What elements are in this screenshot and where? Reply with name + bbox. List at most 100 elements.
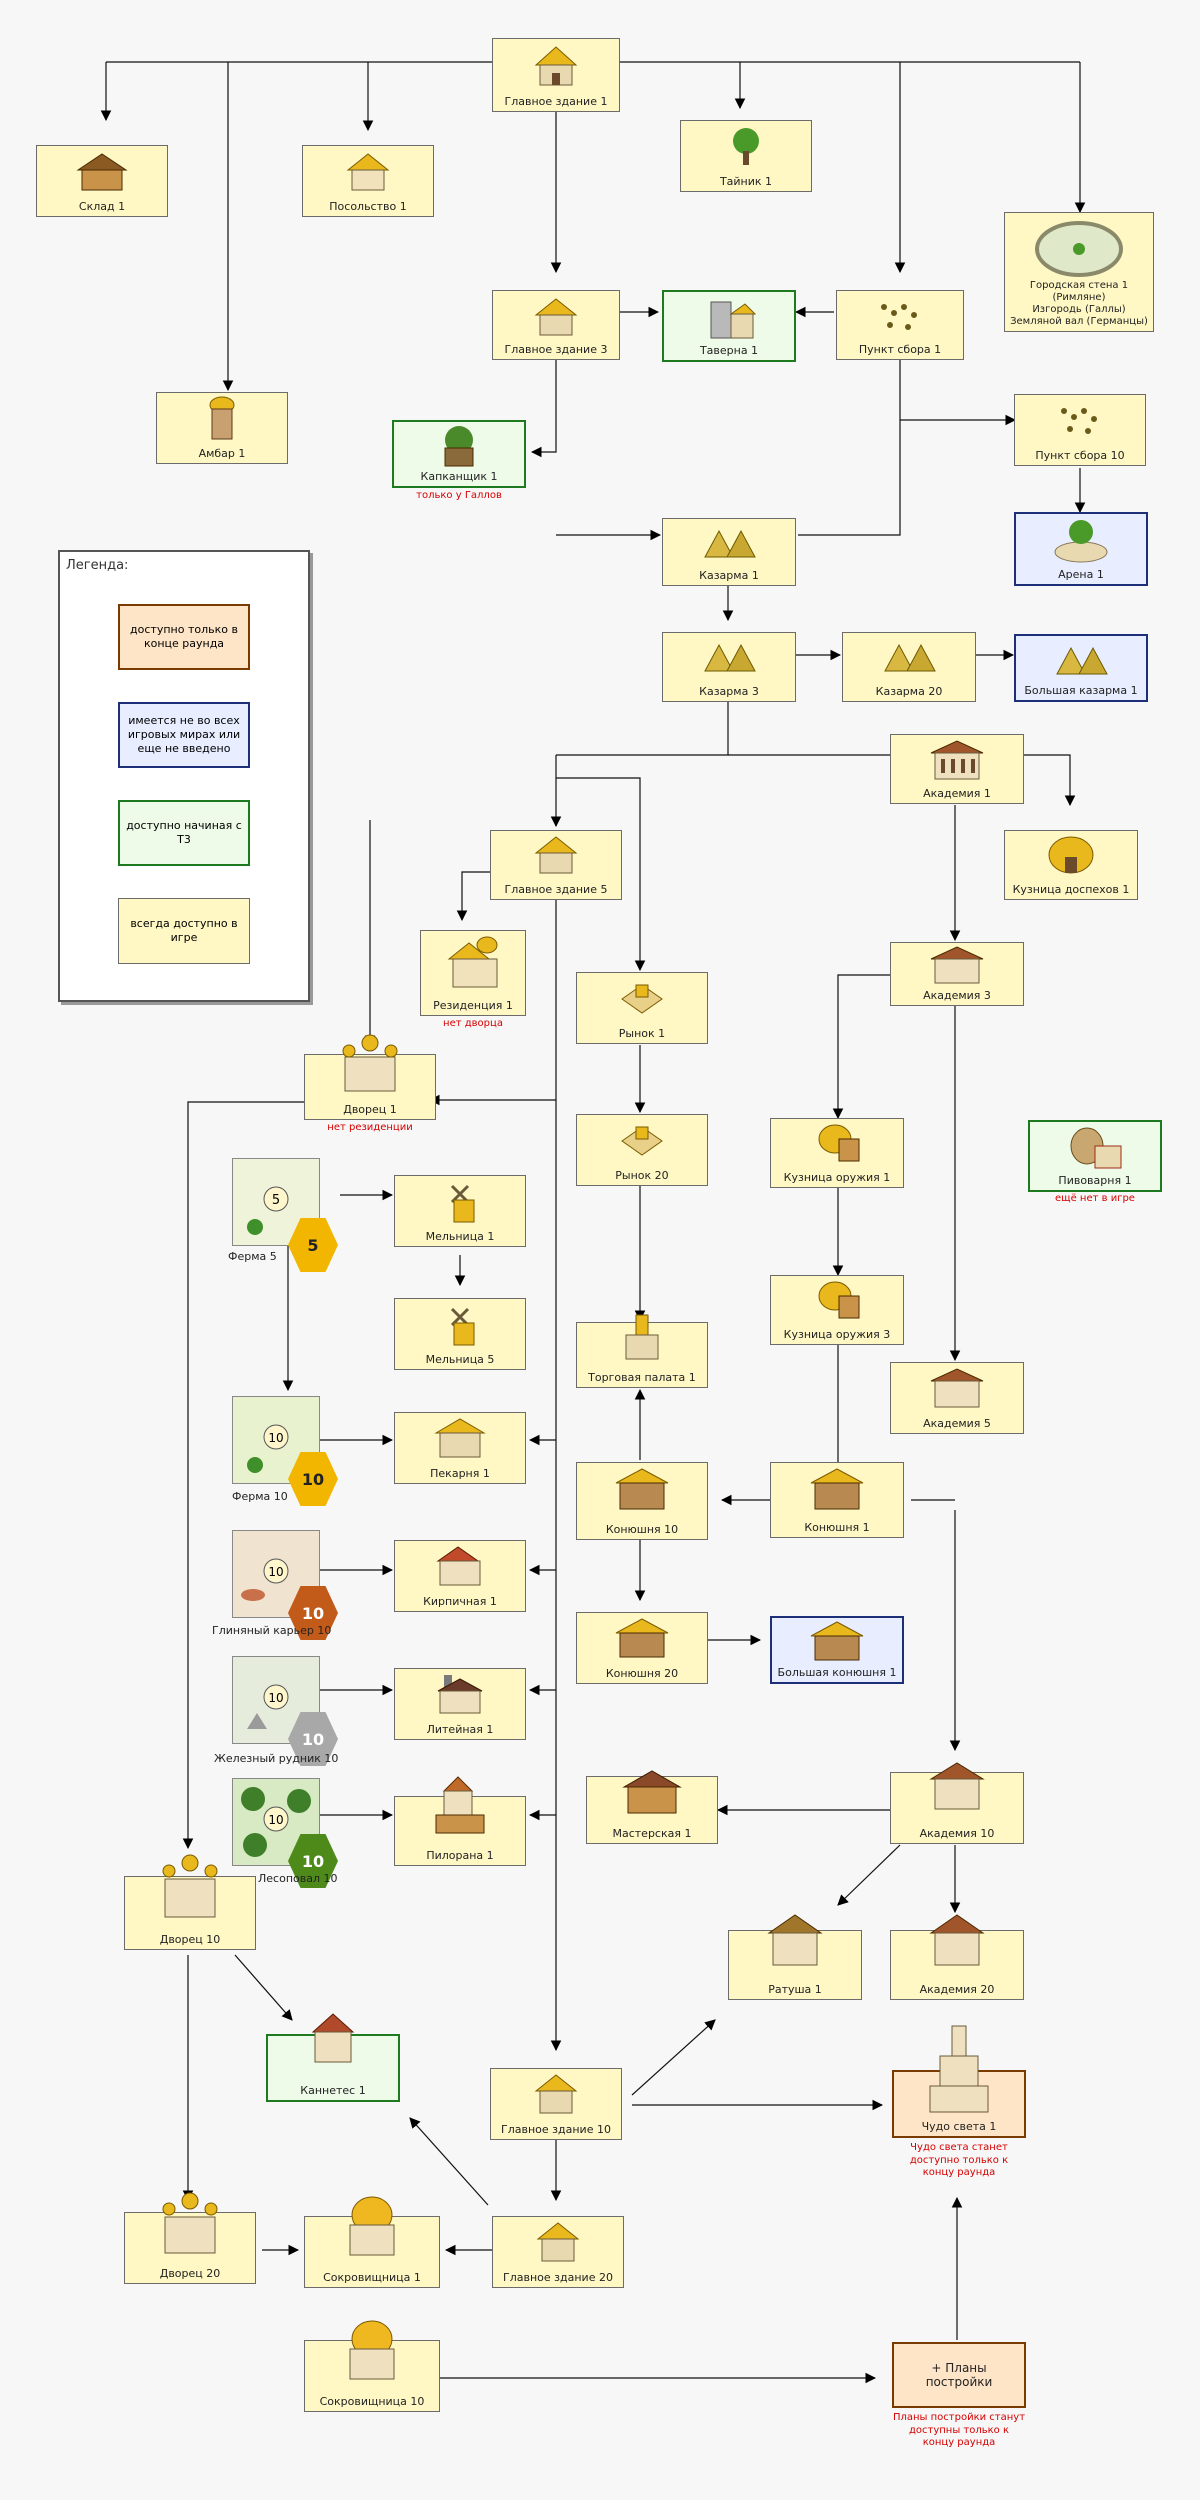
svg-text:10: 10	[268, 1691, 283, 1705]
node-sklad1[interactable]: Склад 1	[36, 145, 168, 217]
node-akad3[interactable]: Академия 3	[890, 942, 1024, 1006]
node-arena1[interactable]: Арена 1	[1014, 512, 1148, 586]
node-bkonyushnya1[interactable]: Большая конюшня 1	[770, 1616, 904, 1684]
node-label: Конюшня 20	[605, 1666, 679, 1680]
node-konyushnya10[interactable]: Конюшня 10	[576, 1462, 708, 1540]
node-konyushnya1[interactable]: Конюшня 1	[770, 1462, 904, 1538]
node-label: Ратуша 1	[768, 1982, 822, 1996]
node-rynok1[interactable]: Рынок 1	[576, 972, 708, 1044]
palace-icon	[162, 1854, 218, 1918]
academy-icon	[930, 1368, 984, 1408]
field-lesopoval10[interactable]: 10	[232, 1778, 320, 1866]
node-rezid1[interactable]: Резиденция 1	[420, 930, 526, 1016]
node-akad20[interactable]: Академия 20	[890, 1914, 1024, 2000]
node-pilorama1[interactable]: Пилорана 1	[394, 1776, 526, 1866]
node-liteynaya1[interactable]: Литейная 1	[394, 1668, 526, 1740]
node-kapkan1[interactable]: Капканщик 1	[392, 420, 526, 488]
node-kamnetes1[interactable]: Каннетес 1	[266, 2013, 400, 2102]
node-torg-pal1[interactable]: Торговая палата 1	[576, 1314, 708, 1388]
node-label: Академия 10	[919, 1826, 995, 1840]
node-taverna1[interactable]: Таверна 1	[662, 290, 796, 362]
node-gorod-stena[interactable]: Городская стена 1 (Римляне) Изгородь (Га…	[1004, 212, 1154, 332]
node-chudo1[interactable]: Чудо света 1	[892, 2025, 1026, 2138]
node-posolstvo1[interactable]: Посольство 1	[302, 145, 434, 217]
node-kirpich1[interactable]: Кирпичная 1	[394, 1540, 526, 1612]
node-kuzn-oruz3[interactable]: Кузница оружия 3	[770, 1275, 904, 1345]
node-pekarnya1[interactable]: Пекарня 1	[394, 1412, 526, 1484]
node-pivovar1[interactable]: Пивоварня 1	[1028, 1120, 1162, 1192]
node-dvorec1[interactable]: Дворец 1	[304, 1034, 436, 1120]
main-building-icon	[534, 46, 578, 86]
node-masterskaya1[interactable]: Мастерская 1	[586, 1770, 718, 1844]
node-bkazarma1[interactable]: Большая казарма 1	[1014, 634, 1148, 702]
node-punkt1[interactable]: Пункт сбора 1	[836, 290, 964, 360]
node-konyushnya20[interactable]: Конюшня 20	[576, 1612, 708, 1684]
node-main20[interactable]: Главное здание 20	[492, 2216, 624, 2288]
sawmill-icon	[435, 1776, 485, 1834]
node-sokr1[interactable]: Сокровищница 1	[304, 2196, 440, 2288]
legend-panel: Легенда: доступно только в конце раунда …	[58, 550, 310, 1002]
node-akad1[interactable]: Академия 1	[890, 734, 1024, 804]
node-taynik1[interactable]: Тайник 1	[680, 120, 812, 192]
warehouse-icon	[76, 153, 128, 191]
node-main10[interactable]: Главное здание 10	[490, 2068, 622, 2140]
node-label: Сокровищница 10	[319, 2394, 425, 2408]
node-ambar1[interactable]: Амбар 1	[156, 392, 288, 464]
node-label: Кирпичная 1	[423, 1594, 497, 1608]
node-melnica5[interactable]: Мельница 5	[394, 1298, 526, 1370]
node-dvorec10[interactable]: Дворец 10	[124, 1854, 256, 1950]
node-main1[interactable]: Главное здание 1	[492, 38, 620, 112]
main-building-icon	[534, 2074, 578, 2114]
barracks-icon	[884, 643, 936, 672]
node-ratusha1[interactable]: Ратуша 1	[728, 1914, 862, 2000]
svg-text:10: 10	[268, 1565, 283, 1579]
node-label: Литейная 1	[426, 1722, 494, 1736]
node-label: Академия 5	[923, 1416, 991, 1430]
node-label: Склад 1	[78, 199, 126, 213]
node-label: Главное здание 20	[503, 2270, 613, 2284]
note-plany: Планы постройки станут доступны только к…	[892, 2412, 1026, 2448]
node-label: Посольство 1	[329, 199, 407, 213]
woodcutter-icon: 10	[241, 1787, 311, 1857]
node-kuzn-oruz1[interactable]: Кузница оружия 1	[770, 1118, 904, 1188]
legend-end-game: доступно только в конце раунда	[118, 604, 250, 670]
brewery-icon	[1070, 1127, 1122, 1169]
field-label-glina10: Глиняный карьер 10	[212, 1624, 332, 1637]
node-label: Мельница 5	[425, 1352, 495, 1366]
node-label: Тайник 1	[719, 174, 773, 188]
node-sokr10[interactable]: Сокровищница 10	[304, 2320, 440, 2412]
treasury-icon	[349, 2320, 395, 2380]
node-plany[interactable]: + Планы постройки	[892, 2342, 1026, 2408]
legend-t3: доступно начиная с Т3	[118, 800, 250, 866]
node-kuzn-dosp1[interactable]: Кузница доспехов 1	[1004, 830, 1138, 900]
node-akad5[interactable]: Академия 5	[890, 1362, 1024, 1434]
stable-icon	[615, 1468, 669, 1510]
node-label: Главное здание 5	[504, 882, 608, 896]
node-kazarma3[interactable]: Казарма 3	[662, 632, 796, 702]
city-wall-icon	[1035, 221, 1123, 277]
legend-standard: всегда доступно в игре	[118, 898, 250, 964]
node-melnica1[interactable]: Мельница 1	[394, 1175, 526, 1247]
svg-text:10: 10	[268, 1431, 283, 1445]
node-kazarma20[interactable]: Казарма 20	[842, 632, 976, 702]
main-building-icon	[536, 2222, 580, 2262]
level-badge-ferma10: 10	[288, 1452, 338, 1506]
arena-icon	[1054, 520, 1108, 563]
barracks-icon	[704, 643, 756, 672]
node-label: Рынок 20	[615, 1168, 669, 1182]
rally-point-icon	[881, 304, 917, 330]
field-label-zhelezo10: Железный рудник 10	[214, 1752, 339, 1765]
mill-icon	[450, 1307, 475, 1346]
node-akad10[interactable]: Академия 10	[890, 1762, 1024, 1844]
node-main5[interactable]: Главное здание 5	[490, 830, 622, 900]
field-level-text: 5	[272, 1193, 280, 1208]
node-rynok20[interactable]: Рынок 20	[576, 1114, 708, 1186]
node-main3[interactable]: Главное здание 3	[492, 290, 620, 360]
node-label: Казарма 3	[699, 684, 759, 698]
granary-icon	[209, 396, 235, 440]
node-dvorec20[interactable]: Дворец 20	[124, 2192, 256, 2284]
node-kazarma1[interactable]: Казарма 1	[662, 518, 796, 586]
node-punkt10[interactable]: Пункт сбора 10	[1014, 394, 1146, 466]
palace-icon	[162, 2192, 218, 2254]
level-badge-lesopoval10: 10	[288, 1834, 338, 1888]
